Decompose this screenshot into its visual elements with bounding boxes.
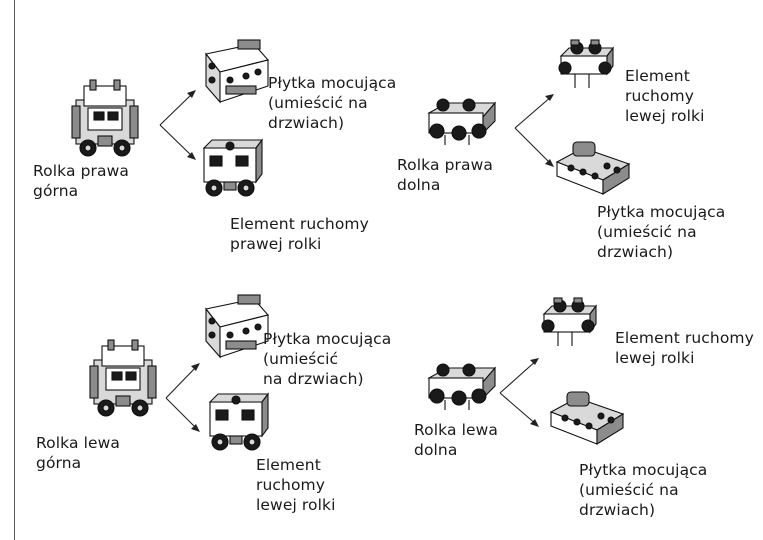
roller-lower-left-icon [428, 363, 496, 411]
part-label: Element ruchomy lewej rolki [256, 456, 336, 514]
mounting-plate-icon [556, 141, 630, 195]
split-arrow [514, 94, 554, 167]
part-label: Element ruchomy lewej rolki [615, 329, 754, 367]
part-label: Płytka mocująca (umieścić na drzwiach) [597, 203, 726, 261]
part-label: Element ruchomy prawej rolki [230, 215, 369, 253]
split-arrow [499, 358, 539, 427]
mounting-plate-icon [205, 39, 269, 103]
part-label: Element ruchomy lewej rolki [625, 67, 705, 125]
mounting-plate-icon [550, 391, 624, 445]
roller-upper-right-icon [71, 79, 139, 157]
roller-lower-right-icon [428, 98, 496, 146]
source-label: Rolka prawa dolna [397, 156, 493, 194]
page-margin-rule [14, 0, 15, 540]
source-label: Rolka prawa górna [33, 162, 129, 200]
mounting-plate-icon [205, 294, 269, 358]
split-arrow [159, 90, 196, 160]
moving-element-icon [558, 39, 614, 89]
moving-element-icon [541, 297, 597, 347]
source-label: Rolka lewa dolna [414, 421, 499, 459]
source-label: Rolka lewa górna [36, 434, 121, 472]
part-label: Płytka mocująca (umieścić na drzwiach) [579, 461, 708, 519]
moving-element-icon [209, 393, 269, 451]
part-label: Płytka mocująca (umieścić na drzwiach) [263, 330, 392, 388]
moving-element-icon [203, 139, 263, 197]
roller-upper-left-icon [89, 339, 157, 417]
split-arrow [165, 363, 200, 432]
part-label: Płytka mocująca (umieścić na drzwiach) [268, 74, 397, 132]
